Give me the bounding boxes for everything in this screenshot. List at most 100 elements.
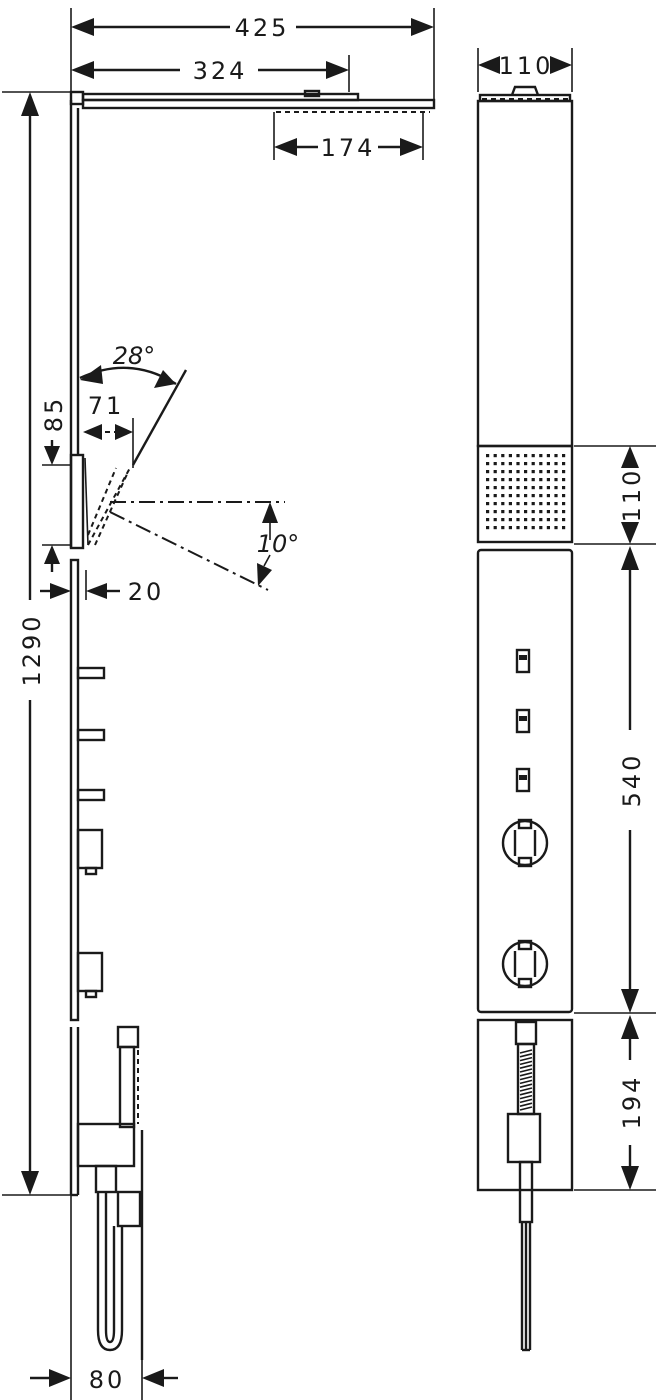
dimension-label-174: 174 — [321, 134, 376, 162]
jet-nozzle — [531, 470, 535, 474]
jet-nozzle — [508, 526, 512, 530]
jet-nozzle — [493, 526, 497, 530]
jet-nozzle — [516, 502, 520, 506]
jet-nozzle — [516, 470, 520, 474]
jet-nozzle — [501, 510, 505, 514]
dimension-71: 71 — [83, 392, 134, 468]
jet-nozzle-grid — [486, 454, 566, 530]
jet-nozzle — [539, 470, 543, 474]
jet-nozzle — [524, 510, 528, 514]
jet-nozzle — [531, 462, 535, 466]
jet-nozzle — [493, 518, 497, 522]
jet-nozzle — [539, 494, 543, 498]
grip-line — [519, 1060, 533, 1066]
dimension-label-324: 324 — [193, 57, 248, 85]
jet-nozzle — [554, 494, 558, 498]
jet-nozzle — [493, 510, 497, 514]
jet-nozzle — [508, 462, 512, 466]
jet-nozzle — [508, 494, 512, 498]
top-module — [476, 99, 574, 448]
jet-nozzle — [516, 486, 520, 490]
jet-nozzle — [539, 454, 543, 458]
grip-line — [519, 1049, 533, 1054]
jet-nozzle — [486, 462, 490, 466]
hand-shower-head — [514, 1020, 538, 1046]
jet-nozzle — [531, 502, 535, 506]
jet-nozzle — [539, 526, 543, 530]
jet-nozzle — [501, 502, 505, 506]
jet-nozzle — [516, 462, 520, 466]
grip-line — [519, 1087, 533, 1092]
function-button-2 — [515, 708, 531, 734]
jet-nozzle — [562, 502, 566, 506]
jet-nozzle — [508, 510, 512, 514]
jet-nozzle — [562, 454, 566, 458]
control-module — [476, 548, 574, 1014]
dimension-85: 85 — [40, 396, 71, 572]
jet-nozzle — [501, 478, 505, 482]
jet-nozzle — [539, 518, 543, 522]
overhead-shower-front — [478, 85, 572, 103]
dimension-110-width: 110 — [477, 48, 573, 92]
angle-label-10: 10° — [257, 530, 300, 558]
jet-nozzle — [546, 526, 550, 530]
jet-nozzle — [531, 510, 535, 514]
jet-nozzle — [562, 510, 566, 514]
jet-nozzle — [486, 470, 490, 474]
dimension-label-110-width: 110 — [499, 52, 554, 80]
side-view: 425 324 174 — [2, 8, 436, 1400]
dimension-label-194: 194 — [618, 1075, 646, 1130]
dimension-label-71: 71 — [88, 392, 125, 420]
dimension-194: 194 — [618, 1015, 646, 1190]
jet-nozzle — [516, 478, 520, 482]
jet-nozzle — [486, 510, 490, 514]
jet-nozzle — [493, 454, 497, 458]
jet-nozzle — [546, 470, 550, 474]
dimension-540: 540 — [618, 546, 646, 1013]
jet-nozzle — [524, 462, 528, 466]
jet-nozzle — [546, 510, 550, 514]
jet-nozzle — [524, 518, 528, 522]
jet-nozzle — [562, 486, 566, 490]
body-jet-spray — [87, 465, 132, 546]
jet-nozzle — [554, 454, 558, 458]
hand-shower-holder — [506, 1112, 542, 1164]
grip-line — [519, 1064, 533, 1069]
jet-nozzle — [562, 470, 566, 474]
dimension-label-540: 540 — [618, 753, 646, 808]
jet-nozzle — [501, 486, 505, 490]
jet-nozzle — [539, 502, 543, 506]
grip-line — [519, 1102, 533, 1107]
jet-nozzle — [516, 454, 520, 458]
jet-nozzle — [546, 454, 550, 458]
grip-line — [519, 1083, 533, 1088]
side-controls — [76, 666, 106, 999]
jet-nozzle — [486, 526, 490, 530]
jet-nozzle — [493, 470, 497, 474]
dimension-label-110-height: 110 — [618, 468, 646, 523]
grip-line — [519, 1098, 533, 1104]
jet-nozzle — [539, 462, 543, 466]
angle-10: 10° — [109, 501, 300, 591]
jet-nozzle — [546, 494, 550, 498]
function-button-3 — [515, 767, 531, 793]
dimension-label-80: 80 — [89, 1366, 126, 1394]
side-hand-shower — [76, 1025, 144, 1360]
jet-nozzle — [554, 502, 558, 506]
jet-nozzle — [554, 510, 558, 514]
jet-nozzle — [554, 470, 558, 474]
jet-nozzle — [554, 462, 558, 466]
dimension-80: 80 — [30, 1195, 178, 1400]
grip-line — [519, 1053, 533, 1058]
jet-nozzle — [539, 486, 543, 490]
jet-nozzle — [493, 462, 497, 466]
jet-nozzle — [539, 510, 543, 514]
hand-shower-module — [476, 1018, 574, 1352]
grip-line — [519, 1068, 533, 1073]
jet-nozzle — [531, 486, 535, 490]
jet-nozzle — [501, 518, 505, 522]
dimension-110-height: 110 — [618, 446, 646, 544]
jet-nozzle — [516, 518, 520, 522]
grip-line — [519, 1079, 533, 1085]
